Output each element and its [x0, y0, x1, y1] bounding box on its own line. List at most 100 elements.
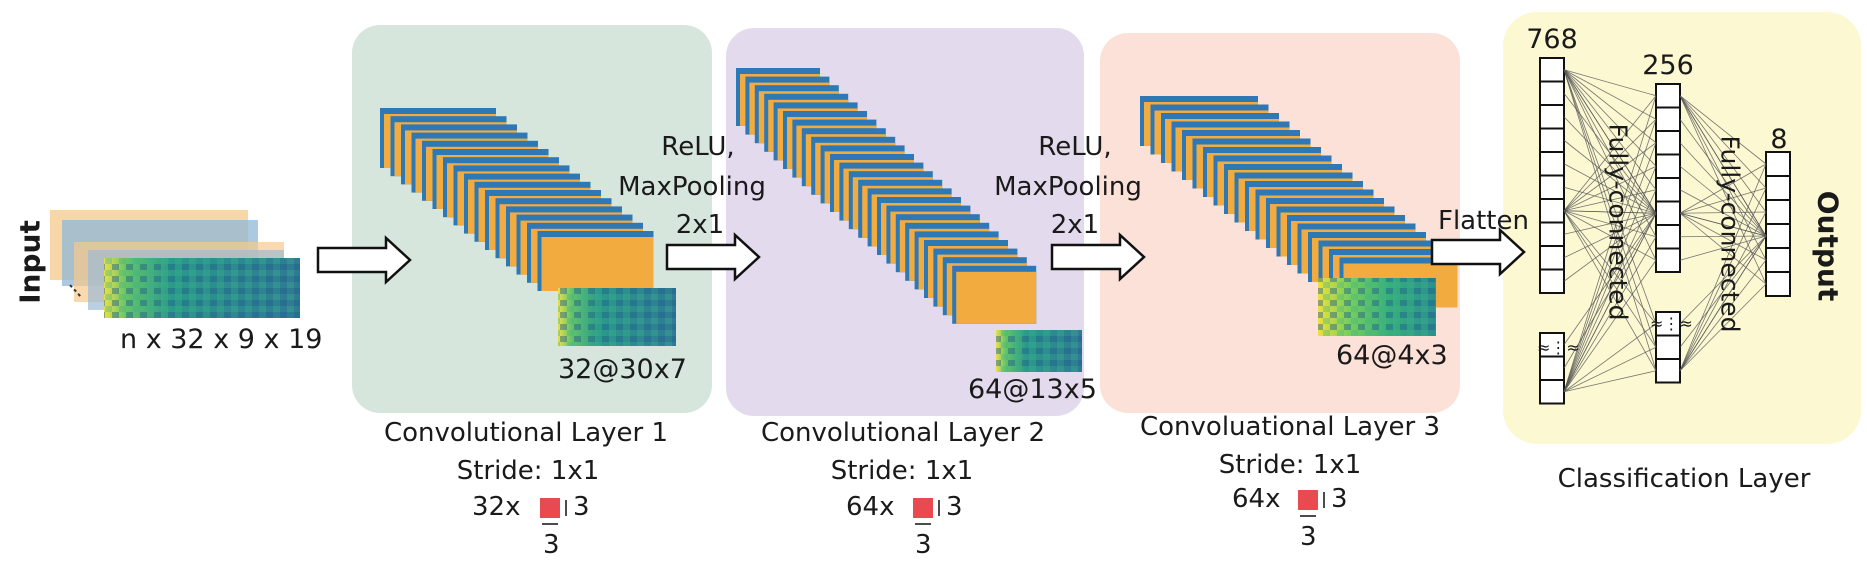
- fc-connection-1: [1563, 213, 1657, 369]
- transition-1-line3: 2x1: [675, 210, 725, 240]
- fc768-neuron: [1539, 221, 1565, 247]
- fc-size-8: 8: [1770, 124, 1788, 155]
- input-stack-dots: [69, 284, 83, 299]
- conv1-title: Convolutional Layer 1: [383, 418, 669, 448]
- fc256-neuron: [1655, 224, 1681, 250]
- input-heatmap-texture: [104, 258, 300, 318]
- transition-1-line2: MaxPooling: [618, 172, 766, 202]
- conv3-kernel-square: [1298, 490, 1318, 510]
- arrow-conv3-to-classifier: [1430, 227, 1526, 277]
- fc-connection-1: [1563, 69, 1657, 97]
- fc-connection-2: [1679, 165, 1767, 237]
- conv1-map-orange: [541, 237, 654, 291]
- fc8-neuron: [1765, 247, 1791, 273]
- conv1-stride: Stride: 1x1: [456, 456, 600, 486]
- fc768-neuron: [1539, 151, 1565, 177]
- input-dims-label: n x 32 x 9 x 19: [120, 324, 323, 355]
- fully-connected-label-1: Fully-connected: [1603, 123, 1633, 321]
- fc-connection-1: [1563, 69, 1657, 120]
- conv2-filter-count: 64x: [846, 492, 895, 522]
- transition-2-line3: 2x1: [1050, 210, 1100, 240]
- fc768-neuron: [1539, 355, 1565, 381]
- fc768-neuron: [1539, 379, 1565, 405]
- fc-connection-1: [1563, 212, 1657, 282]
- ellipsis-256: ≈⋮≈: [1650, 314, 1693, 333]
- fc-connection-1: [1563, 163, 1657, 214]
- conv1-kernel-height: 3: [573, 492, 590, 522]
- fc-connection-1: [1563, 93, 1657, 214]
- fc-connection-1: [1563, 69, 1657, 190]
- fc-connection-2: [1679, 235, 1767, 261]
- fc-connection-1: [1563, 212, 1657, 259]
- fc768-neuron: [1539, 127, 1565, 153]
- fc-connection-1: [1563, 213, 1657, 392]
- fc-connection-1: [1563, 346, 1657, 393]
- fc256-neuron: [1655, 106, 1681, 132]
- fc768-neuron: [1539, 80, 1565, 106]
- conv1-filter-count: 32x: [472, 492, 521, 522]
- fc-connection-2: [1679, 189, 1767, 237]
- fc768-neuron: [1539, 268, 1565, 294]
- fc-connection-2: [1679, 95, 1767, 213]
- fc-connection-1: [1563, 69, 1657, 144]
- conv2-kernel-square: [913, 498, 933, 518]
- fc-connection-2: [1679, 95, 1767, 189]
- fc8-neuron: [1765, 223, 1791, 249]
- fc-connection-1: [1563, 119, 1657, 392]
- conv3-output-dims: 64@4x3: [1336, 340, 1448, 371]
- fc256-neuron: [1655, 83, 1681, 109]
- fc-connection-2: [1679, 212, 1767, 285]
- fc768-neuron: [1539, 245, 1565, 271]
- fc8-neuron: [1765, 175, 1791, 201]
- fc-connection-2: [1679, 235, 1767, 371]
- conv3-front-texture: [1318, 278, 1436, 336]
- fc-connection-2: [1679, 235, 1767, 238]
- fc-connection-2: [1679, 283, 1767, 372]
- fc768-neuron: [1539, 198, 1565, 224]
- fc256-neuron: [1655, 247, 1681, 273]
- fc8-neuron: [1765, 199, 1791, 225]
- conv1-kernel-width: 3: [543, 530, 560, 560]
- conv2-title: Convolutional Layer 2: [760, 418, 1046, 448]
- fc-connection-2: [1679, 235, 1767, 325]
- conv2-front-texture: [996, 330, 1082, 372]
- fc-size-768: 768: [1526, 24, 1578, 55]
- fc-connection-1: [1563, 213, 1657, 345]
- fc-connection-2: [1679, 119, 1767, 237]
- fc-connection-1: [1563, 69, 1657, 348]
- fc-connection-2: [1679, 212, 1767, 237]
- fc-connection-2: [1679, 95, 1767, 237]
- fc256-neuron: [1655, 130, 1681, 156]
- output-label: Output: [1811, 190, 1845, 302]
- conv3-filter-count: 64x: [1232, 484, 1281, 514]
- fc256-neuron: [1655, 334, 1681, 360]
- ellipsis-768: ≈⋮≈: [1537, 338, 1580, 357]
- fc-size-256: 256: [1642, 50, 1694, 81]
- conv3-kernel-height: 3: [1331, 484, 1348, 514]
- flatten-label: Flatten: [1438, 206, 1529, 236]
- transition-1-line1: ReLU,: [661, 132, 735, 162]
- classification-layer-title: Classification Layer: [1557, 464, 1811, 494]
- fc-connection-1: [1563, 69, 1657, 324]
- fc-connection-1: [1563, 69, 1657, 371]
- conv2-stride: Stride: 1x1: [830, 456, 974, 486]
- fc-connection-1: [1563, 69, 1657, 214]
- fc256-neuron: [1655, 358, 1681, 384]
- fc-connection-2: [1679, 163, 1767, 371]
- conv3-stride: Stride: 1x1: [1218, 450, 1362, 480]
- fc-connection-1: [1563, 370, 1657, 393]
- conv1-kernel-square: [540, 498, 560, 518]
- fully-connected-label-2: Fully-connected: [1715, 135, 1745, 333]
- fc-connection-1: [1563, 210, 1657, 325]
- fc-connection-1: [1563, 139, 1657, 214]
- input-label: Input: [13, 220, 47, 304]
- fc-connection-1: [1563, 116, 1657, 214]
- conv2-output-dims: 64@13x5: [968, 374, 1097, 405]
- fc-connection-1: [1563, 212, 1657, 235]
- conv2-kernel-height: 3: [946, 492, 963, 522]
- fc8-neuron: [1765, 271, 1791, 297]
- fc-connection-1: [1563, 236, 1657, 392]
- conv3-kernel-width: 3: [1300, 522, 1317, 552]
- arrow-input-to-conv1: [316, 235, 412, 285]
